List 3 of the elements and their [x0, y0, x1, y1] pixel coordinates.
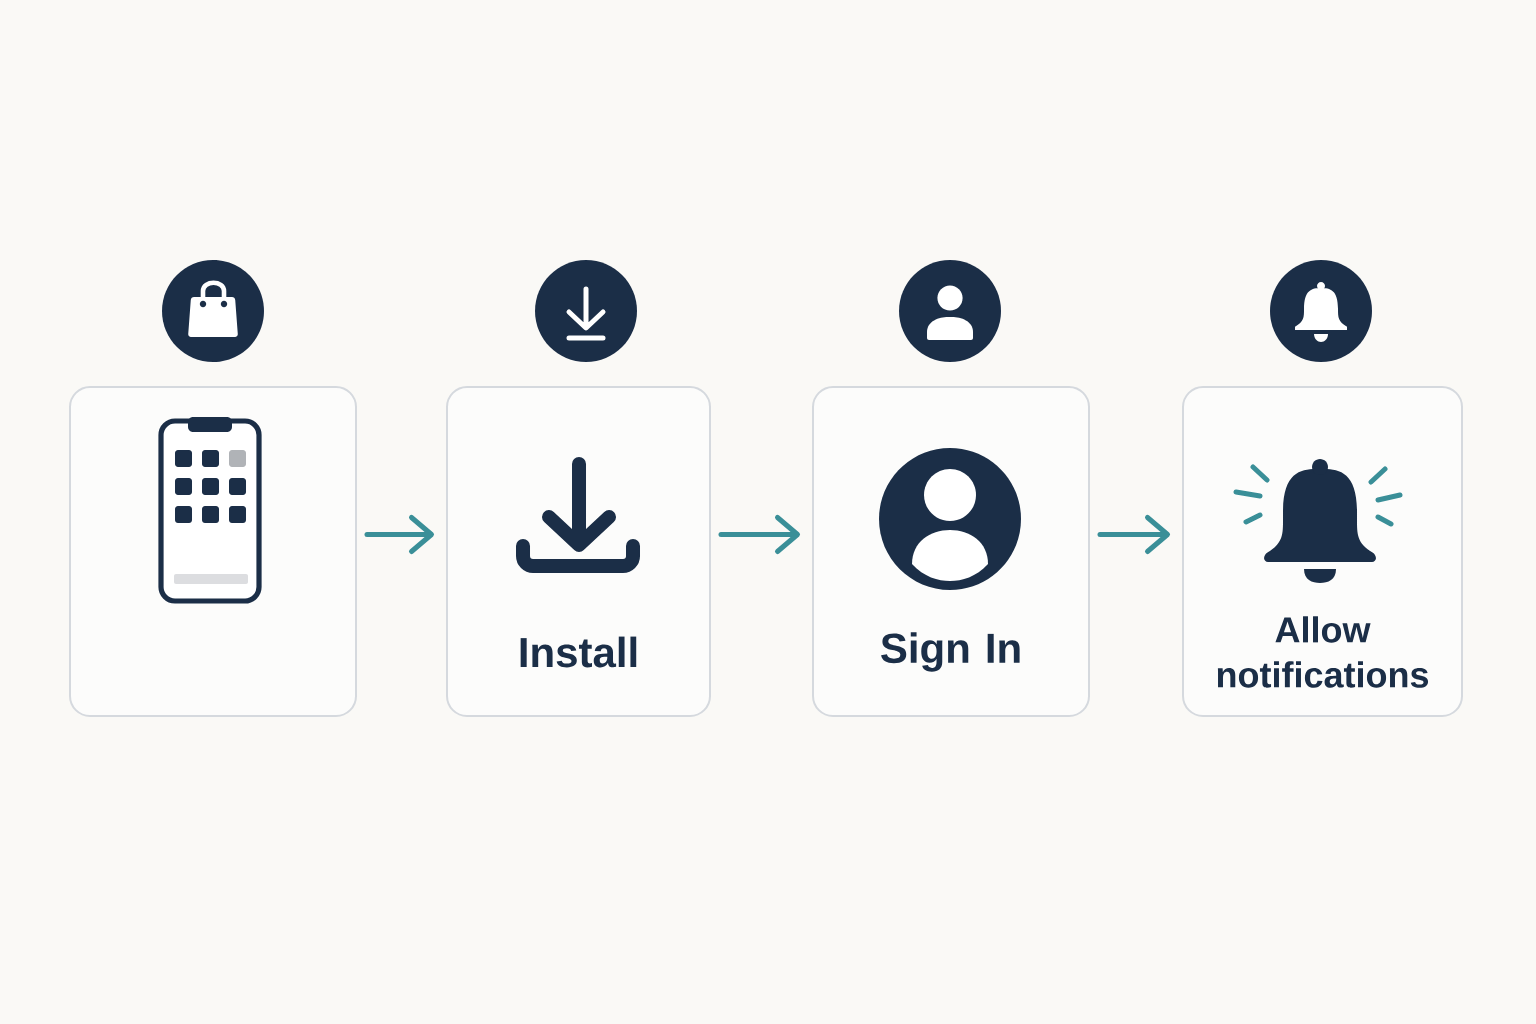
arrow: [718, 515, 800, 554]
step-box: Install: [446, 386, 711, 717]
step-box: Allow notifications: [1182, 386, 1463, 717]
